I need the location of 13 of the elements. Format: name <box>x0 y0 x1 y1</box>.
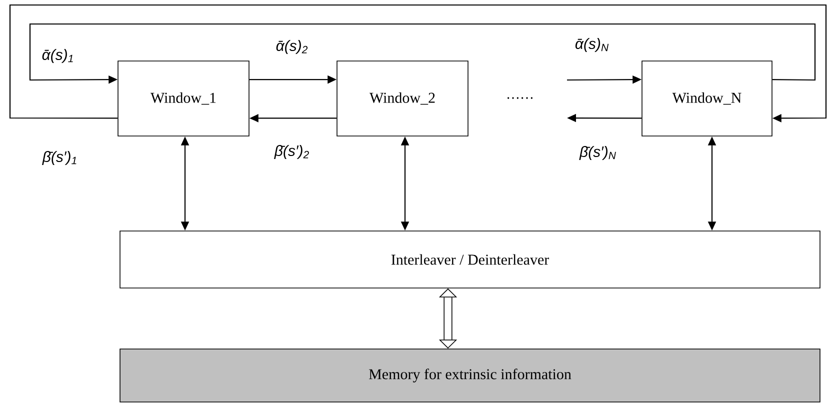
window-box: Window_N <box>642 60 772 136</box>
process-box: Interleaver / Deinterleaver <box>120 230 820 288</box>
edge-label: β̄(s′)$_{2}$ <box>273 144 311 160</box>
memory-box: Memory for extrinsic information <box>120 348 820 402</box>
edge-label: ᾱ(s)$_{N}$ <box>574 37 610 53</box>
window-box: Window_2 <box>336 60 468 136</box>
edge-label: β̄(s′)$_{N}$ <box>578 145 618 161</box>
edge-label: β̄(s′)$_{1}$ <box>41 150 79 166</box>
edge-label: ᾱ(s)$_{1}$ <box>40 48 76 64</box>
arrow <box>9 4 827 122</box>
ellipsis-text: …… <box>508 97 533 99</box>
edge-label: ᾱ(s)$_{2}$ <box>274 39 310 55</box>
window-box: Window_1 <box>118 60 250 136</box>
